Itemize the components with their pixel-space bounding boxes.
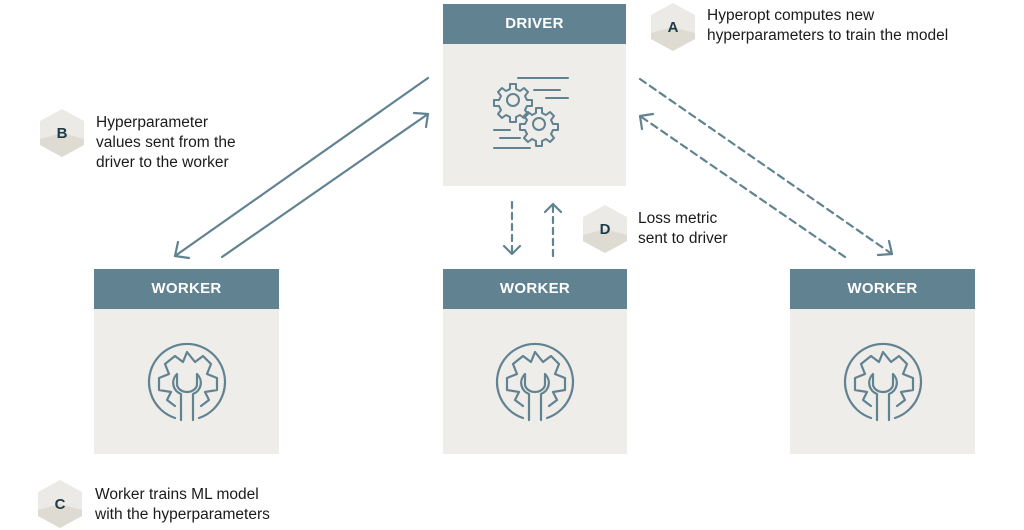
worker-header: WORKER	[443, 269, 627, 309]
worker-node-center: WORKER	[443, 269, 627, 454]
gears-icon	[492, 77, 569, 149]
step-badge-d: D	[582, 204, 628, 254]
note-line: Hyperparameter	[96, 114, 208, 131]
wrench-gear-icon	[495, 342, 575, 421]
badge-letter: D	[599, 220, 611, 238]
note-d: Loss metric sent to driver	[638, 209, 728, 249]
driver-header: DRIVER	[443, 4, 626, 44]
note-a: Hyperopt computes new hyperparameters to…	[707, 6, 948, 46]
worker-header: WORKER	[94, 269, 279, 309]
note-line: values sent from the	[96, 134, 236, 151]
hexagon-icon	[651, 3, 695, 51]
arrow-driver-to-center-worker	[502, 200, 522, 256]
worker-node-left: WORKER	[94, 269, 279, 454]
arrow-driver-to-left-worker	[173, 76, 430, 260]
note-c: Worker trains ML model with the hyperpar…	[95, 485, 270, 525]
note-line: sent to driver	[638, 230, 728, 247]
badge-letter: A	[667, 18, 679, 36]
worker-header: WORKER	[790, 269, 975, 309]
wrench-gear-icon	[147, 342, 226, 421]
hexagon-icon	[40, 109, 84, 157]
hexagon-icon	[38, 480, 82, 528]
arrow-driver-to-right-worker	[638, 77, 894, 257]
note-line: Worker trains ML model	[95, 486, 259, 503]
note-line: hyperparameters to train the model	[707, 27, 949, 44]
driver-node: DRIVER	[443, 4, 626, 186]
note-b: Hyperparameter values sent from the driv…	[96, 113, 236, 173]
step-badge-c: C	[37, 479, 83, 529]
note-line: Loss metric	[638, 210, 718, 227]
hexagon-icon	[583, 205, 627, 253]
wrench-gear-icon	[843, 342, 922, 421]
arrow-left-worker-to-driver	[220, 111, 430, 259]
step-badge-b: B	[39, 108, 85, 158]
worker-node-right: WORKER	[790, 269, 975, 454]
note-line: driver to the worker	[96, 154, 229, 171]
arrow-center-worker-to-driver	[543, 202, 563, 258]
step-badge-a: A	[650, 2, 696, 52]
note-line: with the hyperparameters	[95, 506, 270, 523]
badge-letter: C	[54, 495, 66, 513]
arrow-right-worker-to-driver	[638, 112, 847, 259]
note-line: Hyperopt computes new	[707, 7, 875, 24]
badge-letter: B	[56, 124, 68, 142]
